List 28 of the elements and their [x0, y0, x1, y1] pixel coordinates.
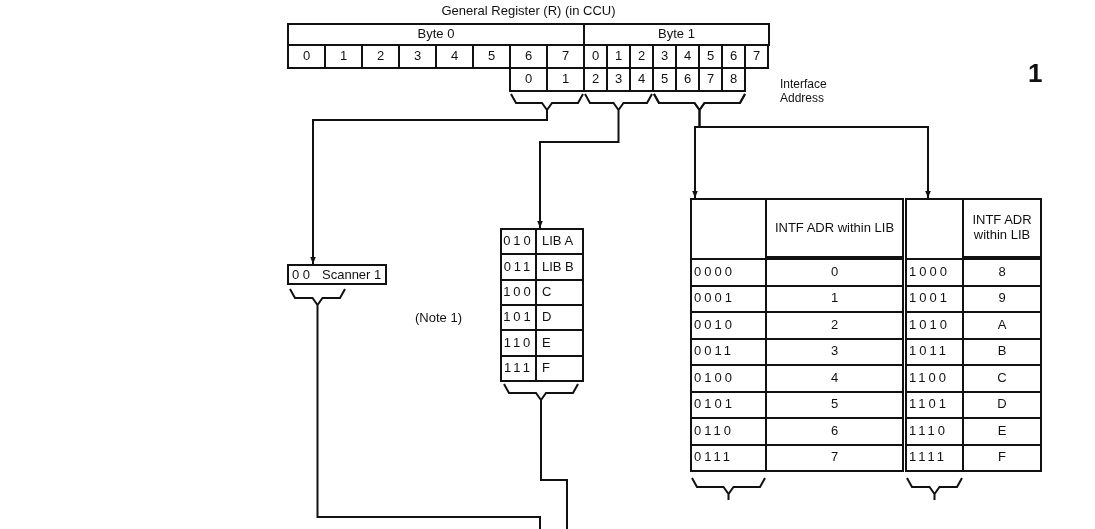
- bit-cell: 8: [721, 67, 746, 92]
- interface-address-label: Interface Address: [780, 77, 828, 105]
- scanner-box: [287, 264, 387, 285]
- bit-cell: 0: [287, 44, 326, 69]
- device-name: Scanner 1: [322, 267, 382, 282]
- table-cell: 0: [765, 258, 904, 287]
- bracket-arrow: [653, 93, 931, 199]
- table-header-cell: INTF ADR within LIB: [765, 198, 904, 258]
- table-cell: F: [535, 354, 584, 382]
- bit-cell: 7: [744, 44, 769, 69]
- bit-cell: 0: [509, 67, 548, 92]
- address-table: [905, 198, 1040, 470]
- byte-header-cell: Byte 1: [583, 23, 770, 46]
- figure-number: 1: [1028, 58, 1043, 89]
- table-cell: 7: [765, 443, 904, 472]
- table-cell: F: [962, 443, 1042, 472]
- table-cell: LIB A: [535, 228, 584, 256]
- bracket-line: [289, 288, 541, 529]
- diagram-title: General Register (R) (in CCU): [440, 3, 617, 18]
- bracket-arrow: [537, 93, 653, 229]
- note-reference: (Note 1): [415, 310, 462, 325]
- bracket-arrow: [310, 93, 584, 265]
- byte-header-cell: Byte 0: [287, 23, 585, 46]
- bit-code: 0 0: [292, 267, 311, 282]
- bracket-line: [503, 383, 579, 529]
- table-header-cell: INTF ADR within LIB: [962, 198, 1042, 258]
- table-cell: 8: [962, 258, 1042, 287]
- address-table: [690, 198, 902, 470]
